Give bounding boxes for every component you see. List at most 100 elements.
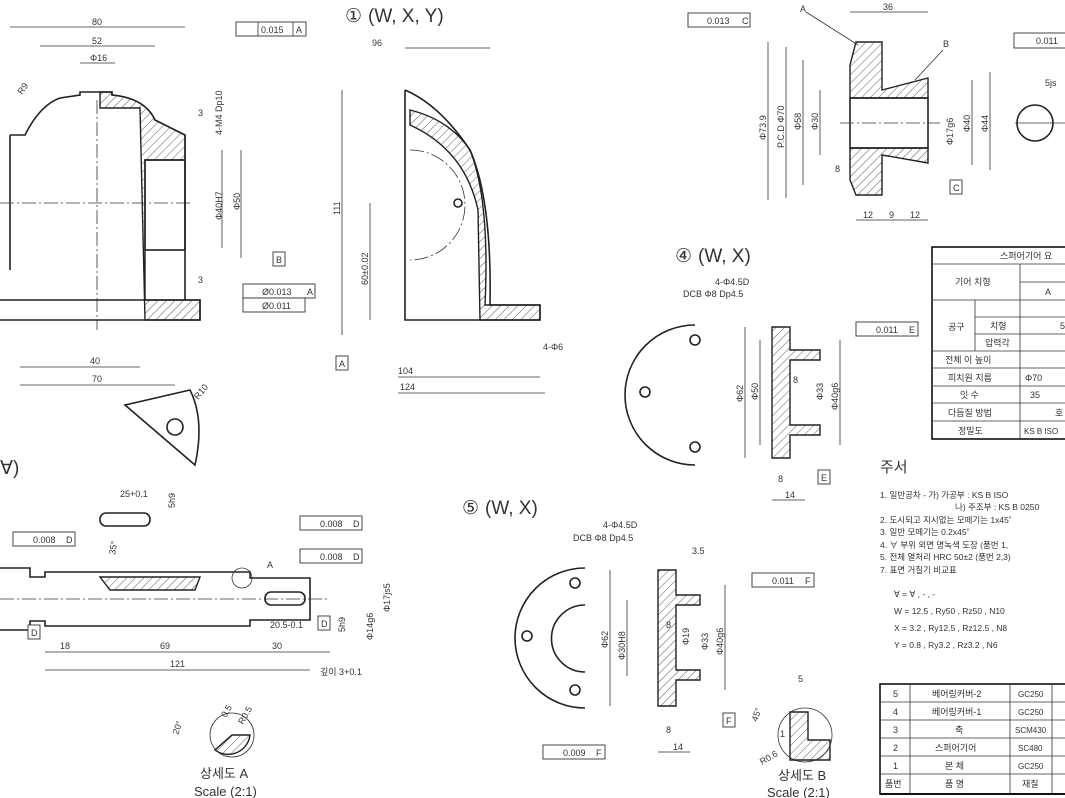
detail-b: 5 1 45° R0.6 상세도 B Scale (2:1) [749,674,833,798]
table-cell: 35 [1030,390,1040,400]
dim: 20.5-0.1 [270,620,303,630]
dim: 3 [198,108,203,118]
datum-label: A [339,359,345,369]
body-section-view: 80 52 Φ16 R9 3 4-M4 Dp10 Φ40H7 Φ50 3 40 … [0,17,316,467]
notes-title: 주서 [880,459,908,476]
part-number: 5 [893,689,898,699]
dim: Φ30H8 [617,631,627,660]
dim: Φ14g6 [365,613,375,640]
header-cell: 재질 [1022,778,1039,789]
part-number: 1 [893,761,898,771]
dim: 8 [835,164,840,174]
dim: 45° [749,706,763,723]
dim: 40 [90,356,100,366]
table-cell: 호 [1055,408,1063,418]
gdt-runout-c: 0.013 C [687,12,751,28]
detail-scale: Scale (2:1) [194,784,257,798]
roughness-row: ∀ = ∀ , - , - [894,589,936,599]
gdt-value: 0.008 [33,535,56,545]
table-cell: 5 [1060,321,1065,331]
header-cell: 품번 [885,779,902,789]
gdt-datum: E [909,325,915,335]
dim: 5h9 [167,493,177,508]
dim: 36 [883,2,893,12]
dim: 12 [910,210,920,220]
part-material: GC250 [1018,762,1044,771]
table-cell: 정밀도 [958,425,983,436]
table-cell: 기어 치형 [955,276,991,287]
note-line: 7. 표면 거칠기 비교표 [880,564,957,575]
dim: Φ58 [793,113,803,130]
detail-title: 상세도 B [778,768,826,783]
dim: Φ16 [90,53,107,63]
gdt-value: 0.011 [1036,36,1058,46]
datum-label: C [953,183,960,193]
table-cell: KS B ISO [1024,427,1058,436]
roughness-row: X = 3.2 , Ry12.5 , Rz12.5 , N8 [894,623,1008,633]
dim: 8 [793,375,798,385]
datum-label: B [276,255,282,265]
gdt-runout-f2: 0.009 F [542,744,606,760]
dim: Φ50 [232,193,242,210]
dim: 60±0.02 [360,253,370,285]
table-cell: 피치원 지름 [948,372,992,383]
dim: 121 [170,659,185,669]
dim: 80 [92,17,102,27]
table-cell: 잇 수 [960,389,979,400]
gdt-value: 0.015 [261,25,284,35]
detail-title: 상세도 A [200,766,248,781]
dim: Φ33 [700,633,710,650]
dim: 25+0.1 [120,489,148,499]
cover1-view: ④ (W, X) 4-Φ4.5D DCB Φ8 Dp4.5 Φ62 Φ50 Φ3… [624,246,919,501]
table-title: 스퍼어기어 요 [1000,251,1052,261]
gdt-runout-d2: 0.008 D [299,515,363,531]
part-number: 3 [893,725,898,735]
gdt-value: Ø0.011 [262,301,291,311]
dim: 69 [160,641,170,651]
dim: 4-Φ4.5D [603,520,638,530]
dim: Φ40 [962,115,972,132]
dim: 14 [673,742,683,752]
header-cell: 품 명 [945,779,964,789]
dim: 20° [170,719,184,736]
dim: P.C.D Φ70 [776,105,786,148]
gdt-datum: D [353,552,360,562]
part-name: 스퍼어기어 [935,743,976,753]
dim: 3 [198,275,203,285]
part-material: SC480 [1018,744,1043,753]
gdt-runout-d1: 0.008 D [12,531,76,547]
surface-symbol: ∀) [0,458,19,479]
dim: 18 [60,641,70,651]
table-row: 2 스퍼어기어 SC480 [893,743,1043,753]
part-name: 베어링커버-2 [932,688,981,699]
detail-scale: Scale (2:1) [767,785,830,798]
part-material: GC250 [1018,708,1044,717]
table-cell: 공구 [948,322,965,332]
dim: 35° [107,540,119,556]
note-line: 5. 전체 열처리 HRC 50±2 (품번 2,3) [880,552,1011,562]
table-cell: 압력각 [985,337,1010,348]
cover2-view: ⑤ (W, X) 4-Φ4.5D DCB Φ8 Dp4.5 3.5 Φ62 Φ3… [462,498,815,760]
dim: 9 [889,210,894,220]
gdt-datum: C [742,16,749,26]
datum-label: D [31,628,38,638]
gdt-value: 0.009 [563,748,586,758]
surface-symbols: (W, X, Y) [368,6,444,27]
table-cell: A [1045,287,1051,297]
view-number: ⑤ [462,498,479,519]
dim: DCB Φ8 Dp4.5 [683,289,743,299]
dim: 5 [798,674,803,684]
part-number: 2 [893,743,898,753]
dim: Φ17js5 [382,583,392,612]
leader-label: B [943,39,949,49]
table-header: 품번 품 명 재질 [885,778,1039,789]
dim: Φ40H7 [214,191,224,220]
gdt-value: Ø0.013 [262,287,292,297]
dim: Φ40g6 [830,383,840,410]
note-line: 3. 일반 모떼기는 0.2x45˚ [880,527,970,537]
gdt-datum: A [307,287,313,297]
gdt-runout-2: 0.011 [1013,32,1065,49]
